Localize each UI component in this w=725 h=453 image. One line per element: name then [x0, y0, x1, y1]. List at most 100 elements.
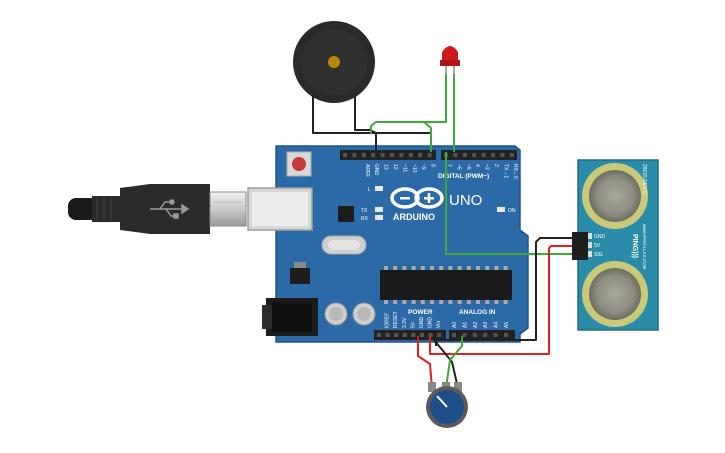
header-pin[interactable] — [420, 333, 424, 337]
chip-leg — [439, 266, 444, 270]
header-pin[interactable] — [453, 153, 458, 157]
brand-label: ARDUINO — [393, 212, 435, 222]
wire-led-cathode — [370, 74, 447, 134]
header-pin[interactable] — [411, 333, 416, 337]
tx-led-label: TX — [361, 208, 368, 214]
chip-leg — [448, 266, 453, 270]
chip-leg — [485, 300, 490, 304]
power-header[interactable] — [374, 330, 446, 340]
top-pin-label: 12 — [392, 164, 398, 170]
header-pin[interactable] — [399, 153, 404, 157]
header-pin[interactable] — [491, 153, 495, 157]
top-pin-label: ~5 — [465, 164, 471, 170]
header-pin[interactable] — [361, 153, 366, 157]
analog-pin-label: A3 — [483, 322, 489, 328]
ping-sensor[interactable]: GND 5V SIG PING))) 28015 REV C www.PARAL… — [572, 159, 659, 331]
reset-button[interactable] — [286, 151, 312, 177]
header-pin[interactable] — [377, 333, 381, 337]
header-pin[interactable] — [437, 333, 442, 337]
chip-leg — [494, 300, 499, 304]
chip-leg — [494, 266, 499, 270]
l-led-label: L — [368, 187, 371, 193]
chip-leg — [393, 300, 398, 304]
wire-buzzer-gnd — [312, 97, 377, 152]
header-pin[interactable] — [452, 333, 456, 337]
top-pin-label: AREF — [364, 164, 370, 177]
header-pin[interactable] — [481, 153, 486, 157]
chip-leg — [476, 300, 480, 304]
header-pin[interactable] — [408, 153, 413, 157]
wire-buzzer-pin8b — [376, 121, 432, 152]
status-leds: L TX RX ON — [361, 186, 516, 222]
header-pin[interactable] — [472, 333, 477, 337]
usb-symbol-icon — [150, 199, 190, 219]
chip-leg — [466, 266, 471, 270]
wire-sensor-sig — [445, 152, 578, 255]
digital-header[interactable] — [340, 150, 517, 160]
header-pin[interactable] — [462, 153, 467, 157]
power-pin-label: 3.3V — [402, 317, 408, 328]
top-pin-label: ~11 — [401, 164, 407, 172]
analog-header[interactable] — [449, 330, 515, 340]
top-pin-label: 4 — [474, 164, 480, 167]
header-pin[interactable] — [394, 333, 399, 337]
header-pin[interactable] — [390, 153, 394, 157]
chip-leg — [503, 300, 508, 304]
header-pin[interactable] — [418, 153, 423, 157]
sensor-pin-sig: SIG — [594, 252, 603, 258]
potentiometer[interactable] — [426, 382, 468, 428]
transducer-bottom — [582, 261, 648, 327]
top-pin-label: ~9 — [420, 164, 426, 170]
header-pin[interactable] — [427, 153, 432, 157]
chip-leg — [411, 300, 416, 304]
header-pin[interactable] — [371, 153, 376, 157]
sensor-part: 28015 REV C — [641, 164, 647, 195]
analog-pin-label: A5 — [504, 322, 510, 328]
header-pin[interactable] — [472, 153, 477, 157]
analog-pin-label: A1 — [462, 322, 468, 328]
chip-leg — [384, 300, 388, 304]
sensor-site: www.PARALLAX.COM — [642, 224, 647, 270]
header-pin[interactable] — [509, 153, 514, 157]
header-pin[interactable] — [504, 333, 508, 337]
power-jack[interactable] — [262, 298, 318, 336]
chip-leg — [430, 266, 434, 270]
header-pin[interactable] — [428, 333, 433, 337]
piezo-buzzer[interactable] — [293, 21, 375, 103]
atmega-chip — [380, 270, 512, 300]
top-pin-label: ~3 — [484, 164, 490, 170]
header-pin[interactable] — [500, 153, 505, 157]
pot-indicator — [436, 395, 448, 408]
chip-leg — [430, 300, 434, 304]
model-label: UNO — [449, 192, 482, 209]
chip-leg — [476, 266, 480, 270]
arduino-logo — [390, 187, 444, 209]
sensor-name: PING))) — [631, 234, 638, 258]
header-pin[interactable] — [343, 153, 347, 157]
chip-leg — [485, 266, 490, 270]
wire-pot-gnd — [433, 339, 459, 389]
header-pin[interactable] — [462, 333, 467, 337]
header-pin[interactable] — [483, 333, 488, 337]
digital-label: DIGITAL (PWM~) — [438, 173, 489, 180]
analog-pin-label: A2 — [473, 322, 479, 328]
sensor-pin-gnd: GND — [594, 234, 606, 240]
chip-leg — [411, 266, 416, 270]
top-pin-label: 13 — [383, 164, 389, 170]
header-pin[interactable] — [385, 333, 390, 337]
header-pin[interactable] — [380, 153, 385, 157]
power-pin-label: 5V — [410, 321, 416, 328]
voltage-regulator — [290, 268, 310, 284]
header-pin[interactable] — [402, 333, 407, 337]
power-pin-label: RESET — [393, 311, 399, 328]
chip-leg — [457, 266, 462, 270]
red-led[interactable] — [440, 46, 460, 78]
wire-pot-a0 — [445, 336, 463, 389]
analog-pin-label: A0 — [452, 322, 458, 328]
power-label: POWER — [408, 309, 433, 316]
header-pin[interactable] — [493, 333, 498, 337]
power-pin-label: IOREF — [385, 313, 391, 328]
header-pin[interactable] — [352, 153, 357, 157]
chip-leg — [457, 300, 462, 304]
